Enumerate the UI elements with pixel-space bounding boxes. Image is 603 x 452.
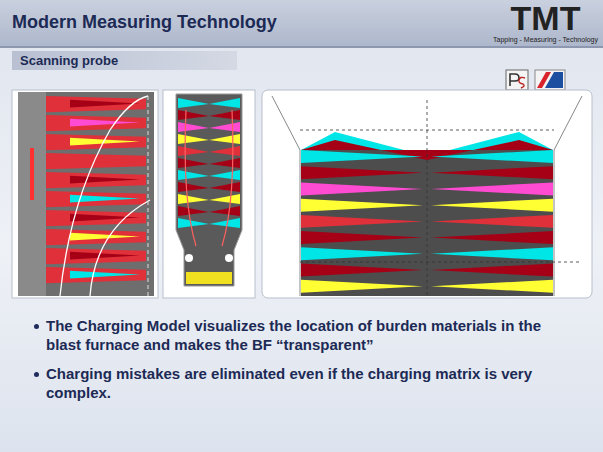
bullet-text: Charging mistakes are eliminated even if… (46, 364, 551, 402)
burden-shape (46, 172, 146, 188)
burden-shape (301, 182, 423, 195)
burden-shape (209, 158, 240, 168)
burden-shape (70, 271, 140, 279)
burden-shape (46, 134, 146, 150)
burden-shape (301, 166, 423, 179)
subheader-band: Scanning probe (12, 51, 237, 70)
burden-shape (209, 218, 240, 228)
burden-shape (178, 122, 209, 132)
hearth (186, 272, 232, 284)
burden-shape (431, 231, 553, 244)
burden-shape (46, 115, 146, 131)
cohesive-zone-curves (60, 96, 150, 296)
probe-marker (30, 148, 34, 200)
burden-shape (70, 176, 140, 184)
burden-shape (209, 98, 240, 108)
burden-shape (178, 182, 209, 192)
burden-shape (178, 110, 209, 120)
burden-shape (70, 157, 140, 165)
burden-shape (301, 280, 423, 293)
burden-shape (46, 229, 146, 245)
burden-shape (178, 146, 209, 156)
burden-shape (70, 233, 140, 241)
left-burden-layers (30, 96, 150, 296)
burden-shape (178, 206, 209, 216)
burden-shape (209, 110, 240, 120)
middle-furnace (176, 94, 242, 286)
burden-shape (209, 146, 240, 156)
burden-shape (431, 215, 553, 228)
burden-shape (46, 153, 146, 169)
burden-shape (178, 218, 209, 228)
burden-shape (46, 191, 146, 207)
slide-title: Modern Measuring Technology (12, 12, 277, 33)
burden-shape (431, 182, 553, 195)
centre-line (148, 96, 149, 296)
left-panel (12, 90, 158, 298)
melting-curve (185, 110, 233, 246)
burden-shape (431, 166, 553, 179)
bullet-dot (34, 372, 39, 377)
furnace-body (176, 94, 242, 286)
burden-shape (431, 199, 553, 212)
burden-shape (301, 264, 423, 277)
burden-shape (46, 96, 146, 112)
middle-panel (163, 90, 255, 298)
burden-shape (46, 248, 146, 264)
burden-shape (178, 194, 209, 204)
subheader-band (12, 51, 237, 70)
bullet-text: The Charging Model visualizes the locati… (46, 316, 551, 354)
furnace-outline (272, 96, 582, 296)
burden-shape (178, 134, 209, 144)
furnace-wall-section (18, 92, 154, 296)
burden-shape (209, 194, 240, 204)
burden-shape (301, 247, 423, 260)
header-bar (0, 0, 603, 46)
burden-shape (70, 119, 140, 127)
burden-shape (431, 280, 553, 293)
burden-shape (431, 264, 553, 277)
right-panel (262, 90, 592, 298)
right-burden-layers (272, 96, 582, 296)
burden-shape (70, 214, 140, 222)
burden-shape (209, 206, 240, 216)
burden-shape (209, 134, 240, 144)
burden-shape (301, 231, 423, 244)
logo-text: TMT (511, 0, 581, 36)
burden-shape (209, 170, 240, 180)
burden-shape (178, 170, 209, 180)
ps-icon (506, 70, 528, 90)
burden-shape (431, 150, 553, 163)
furnace-wall (18, 92, 46, 296)
logo-tagline: Tapping - Measuring - Technology (493, 36, 598, 43)
burden-shape (301, 199, 423, 212)
burden-shape (178, 98, 209, 108)
burden-shape (431, 247, 553, 260)
reference-lines (300, 100, 580, 296)
subheader-text: Scanning probe (20, 53, 118, 68)
tuyere (185, 254, 193, 262)
burden-shape (301, 215, 423, 228)
burden-shape (46, 267, 146, 283)
header-rule (0, 46, 603, 48)
burden-shape (70, 252, 140, 260)
burden-shape (178, 158, 209, 168)
burden-shape (209, 182, 240, 192)
burden-shape (209, 122, 240, 132)
bullet-dot (34, 324, 39, 329)
tuyere (225, 254, 233, 262)
burden-shape (301, 150, 423, 163)
flag-icon (535, 70, 565, 90)
